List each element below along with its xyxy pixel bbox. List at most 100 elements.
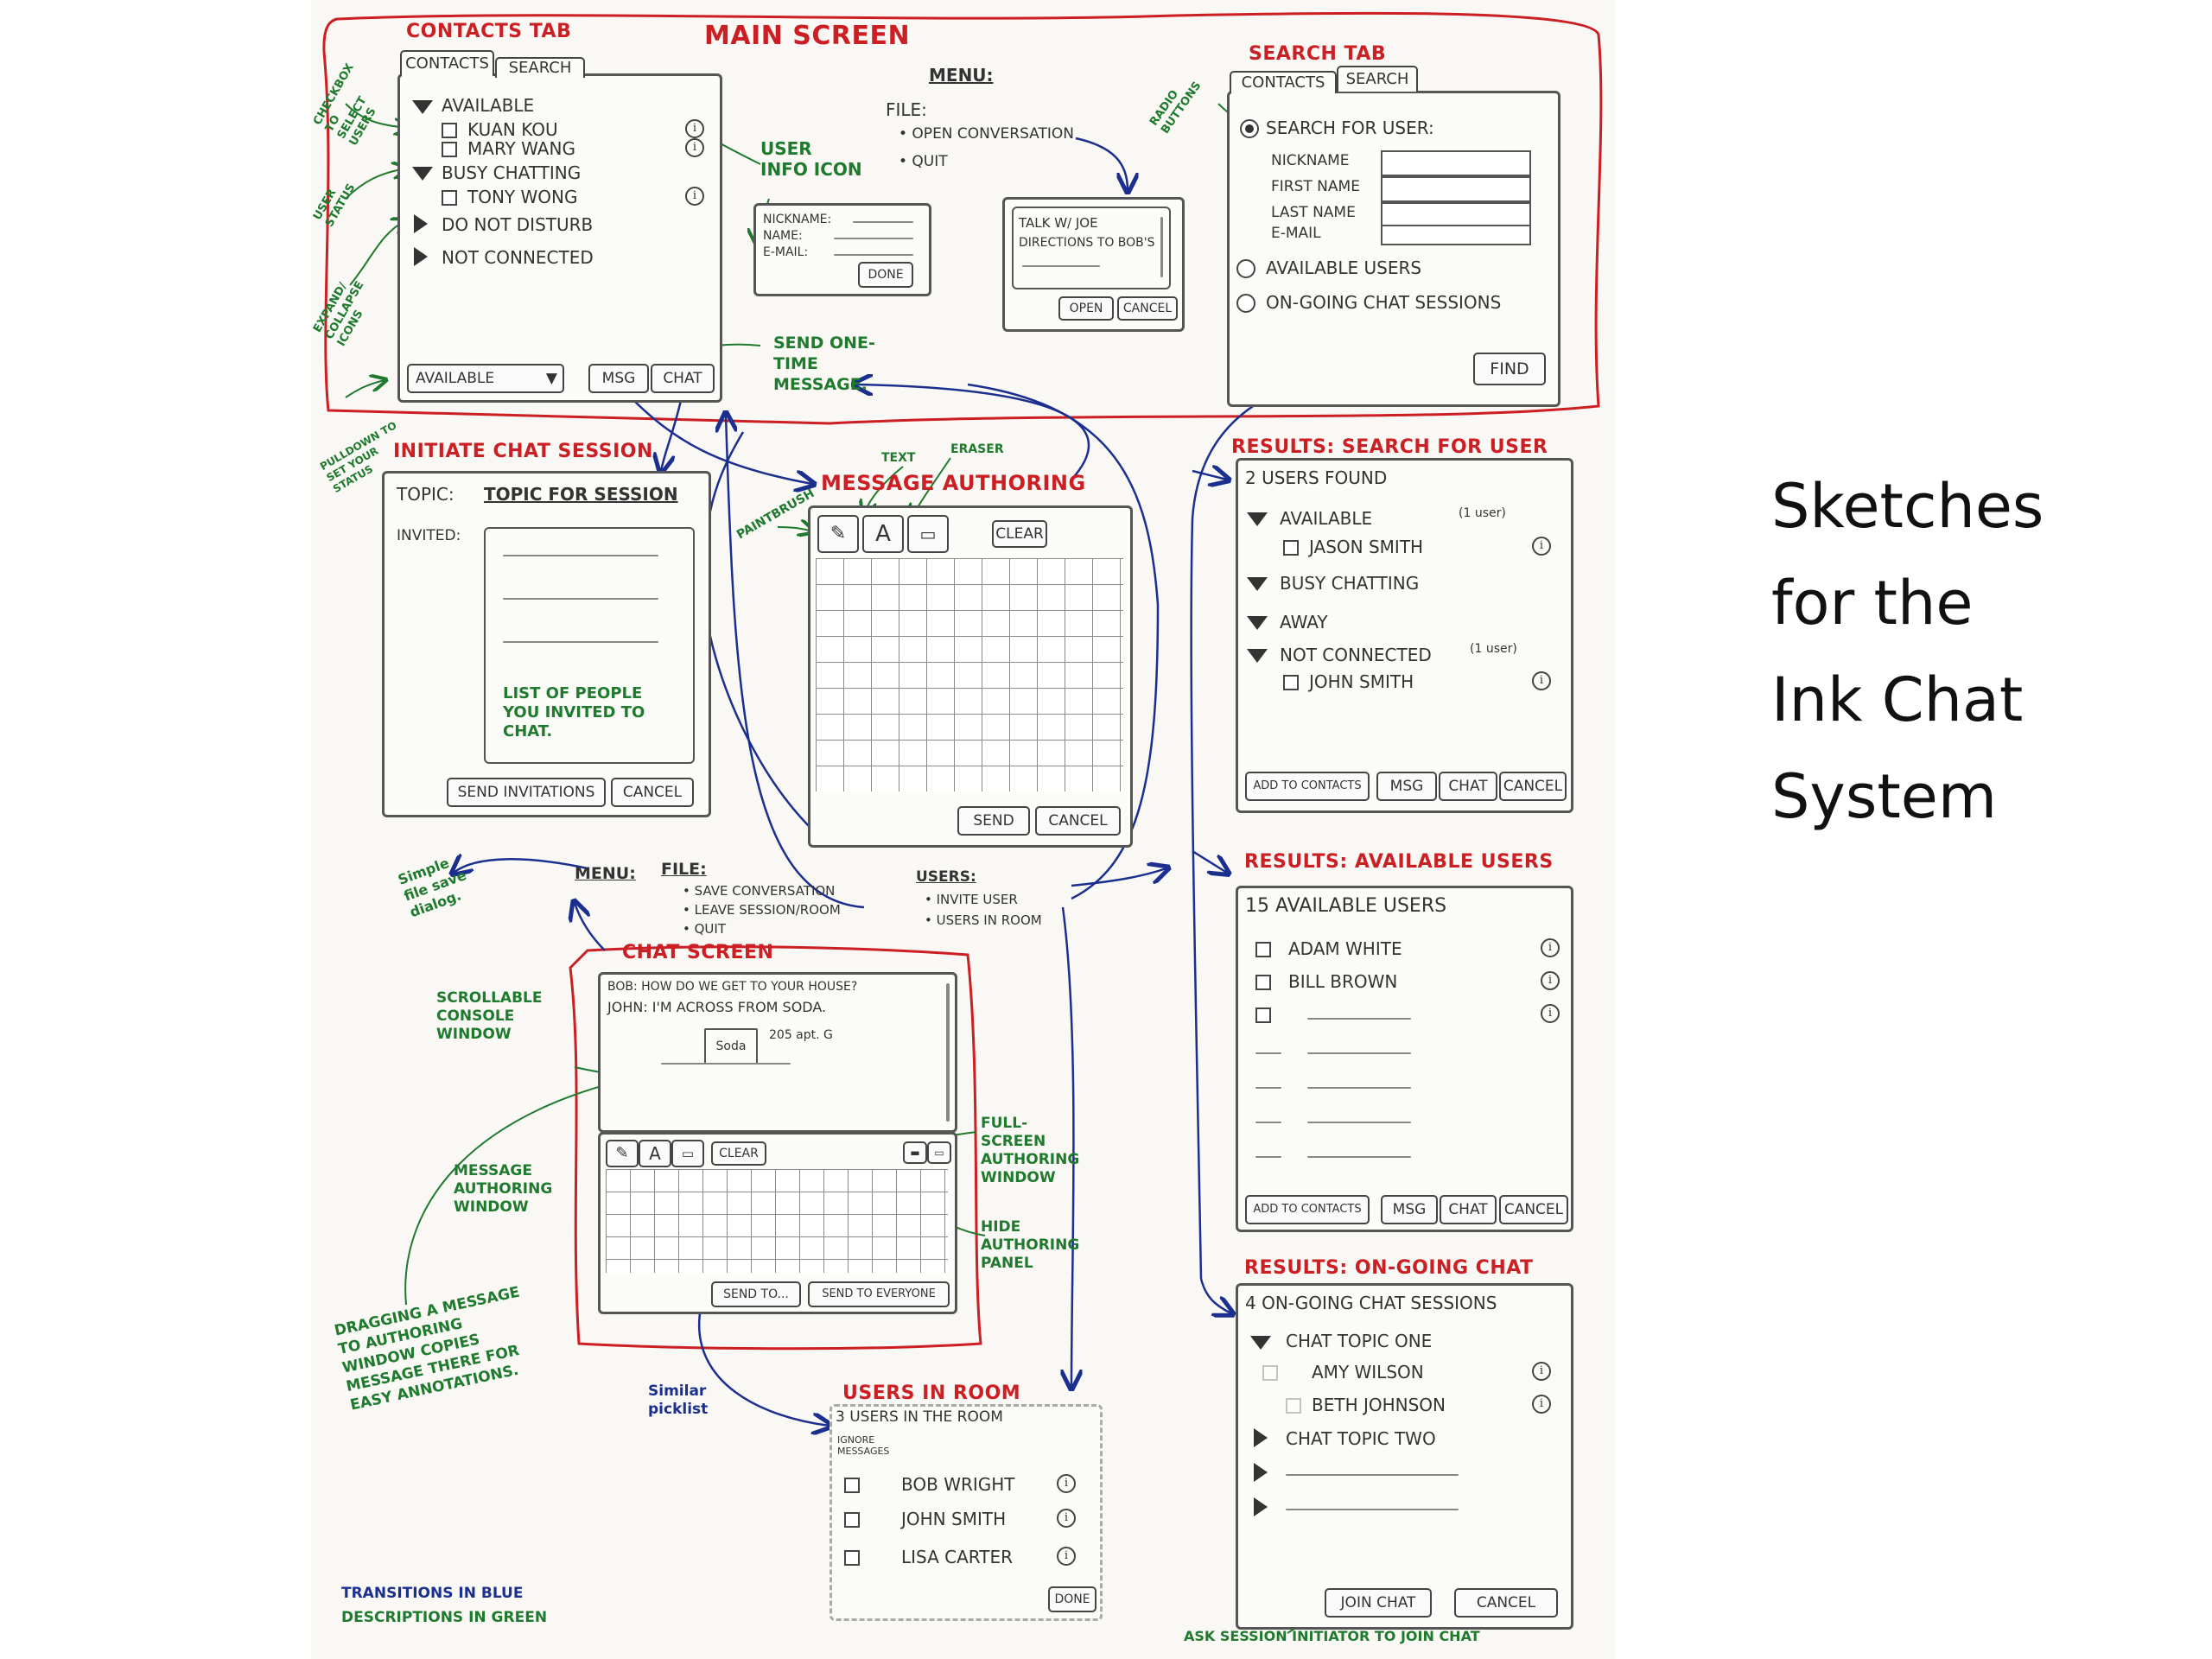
ignore-checkbox[interactable] <box>844 1550 860 1566</box>
chat-button[interactable]: Chat <box>1440 1195 1497 1224</box>
eraser-icon[interactable]: ▭ <box>907 515 949 553</box>
menu-open-conversation[interactable]: • Open Conversation <box>899 125 1074 143</box>
menu-quit[interactable]: • Quit <box>899 153 948 170</box>
menu-leave-session[interactable]: • Leave Session/Room <box>683 902 841 918</box>
info-icon[interactable]: i <box>1541 1004 1560 1023</box>
paintbrush-icon[interactable]: ✎ <box>606 1140 639 1167</box>
info-icon[interactable]: i <box>685 187 704 206</box>
expand-icon[interactable] <box>1254 1428 1268 1447</box>
nickname-input[interactable] <box>1381 150 1531 176</box>
open-button[interactable]: Open <box>1058 296 1114 321</box>
first-name-input[interactable] <box>1381 176 1531 202</box>
info-icon[interactable]: i <box>1532 1362 1551 1381</box>
info-icon[interactable]: i <box>685 119 704 138</box>
user-checkbox[interactable] <box>1283 675 1299 690</box>
user-checkbox[interactable] <box>1262 1365 1278 1381</box>
status-dropdown[interactable]: Available ▼ <box>407 364 564 393</box>
collapse-icon[interactable] <box>412 100 433 114</box>
console-scrollbar[interactable] <box>946 983 950 1122</box>
info-icon[interactable]: i <box>1532 537 1551 556</box>
menu-invite-user[interactable]: • Invite User <box>925 892 1018 907</box>
collapse-icon[interactable] <box>412 167 433 181</box>
clear-button[interactable]: Clear <box>711 1141 766 1166</box>
topic-input[interactable]: Topic for Session <box>484 484 678 505</box>
cancel-button[interactable]: Cancel <box>1117 296 1178 321</box>
fullscreen-icon[interactable]: ▬ <box>903 1141 927 1164</box>
send-to-everyone-button[interactable]: Send to Everyone <box>808 1281 950 1307</box>
radio-ongoing[interactable] <box>1236 294 1255 313</box>
user-checkbox[interactable] <box>442 142 457 157</box>
send-button[interactable]: Send <box>957 806 1030 836</box>
expand-icon[interactable] <box>414 247 428 266</box>
user-checkbox[interactable] <box>442 123 457 138</box>
add-to-contacts-button[interactable]: Add to Contacts <box>1245 772 1370 801</box>
user-checkbox[interactable] <box>1255 975 1271 990</box>
send-invitations-button[interactable]: Send Invitations <box>447 778 606 807</box>
clear-button[interactable]: Clear <box>992 520 1047 548</box>
user-checkbox[interactable] <box>1255 942 1271 957</box>
msg-button[interactable]: Msg <box>1381 1195 1438 1224</box>
note-send-one-time: Send one-time message. <box>773 334 875 394</box>
add-to-contacts-button[interactable]: Add to Contacts <box>1245 1195 1370 1224</box>
info-icon[interactable]: i <box>685 138 704 157</box>
msg-button[interactable]: Msg <box>588 364 649 393</box>
user-checkbox[interactable] <box>1283 540 1299 556</box>
user-checkbox[interactable] <box>442 190 457 206</box>
msg-button[interactable]: Msg <box>1376 772 1437 801</box>
expand-icon[interactable] <box>1254 1463 1268 1482</box>
chat-console[interactable]: Bob: How do we get to your house? John: … <box>598 972 957 1133</box>
radio-search-user[interactable] <box>1240 119 1259 138</box>
collapse-icon[interactable] <box>1247 616 1268 630</box>
paintbrush-icon[interactable]: ✎ <box>817 515 859 553</box>
cancel-button[interactable]: Cancel <box>1035 806 1121 836</box>
drawing-canvas[interactable] <box>606 1169 948 1273</box>
user-checkbox[interactable] <box>1286 1398 1301 1414</box>
info-icon[interactable]: i <box>1057 1509 1076 1528</box>
tab-search[interactable]: Search <box>1337 66 1418 92</box>
cancel-button[interactable]: Cancel <box>611 778 694 807</box>
tab-contacts[interactable]: Contacts <box>1230 71 1337 93</box>
chat-button[interactable]: Chat <box>651 364 715 393</box>
eraser-icon[interactable]: ▭ <box>671 1140 704 1167</box>
collapse-icon[interactable] <box>1247 512 1268 526</box>
hide-panel-icon[interactable]: ▭ <box>927 1141 951 1164</box>
radio-available[interactable] <box>1236 259 1255 278</box>
menu-quit[interactable]: • Quit <box>683 921 726 937</box>
info-icon[interactable]: i <box>1532 1395 1551 1414</box>
cancel-button[interactable]: Cancel <box>1454 1588 1558 1618</box>
user-checkbox[interactable] <box>1255 1007 1271 1023</box>
info-icon[interactable]: i <box>1057 1547 1076 1566</box>
info-icon[interactable]: i <box>1057 1474 1076 1493</box>
email-input[interactable] <box>1381 225 1531 245</box>
invited-list[interactable]: List of people you invited to chat. <box>484 527 695 764</box>
scrollbar[interactable] <box>1160 217 1163 277</box>
done-button[interactable]: Done <box>858 262 913 288</box>
menu-users-in-room[interactable]: • Users in Room <box>925 912 1042 928</box>
drawing-canvas[interactable] <box>816 558 1123 791</box>
cancel-button[interactable]: Cancel <box>1499 772 1567 801</box>
find-button[interactable]: Find <box>1473 353 1546 385</box>
collapse-icon[interactable] <box>1250 1336 1271 1350</box>
field-label: E-mail <box>1271 225 1321 242</box>
cancel-button[interactable]: Cancel <box>1499 1195 1568 1224</box>
expand-icon[interactable] <box>414 214 428 233</box>
info-icon[interactable]: i <box>1541 938 1560 957</box>
info-icon[interactable]: i <box>1532 671 1551 690</box>
send-to-button[interactable]: Send to... <box>711 1281 801 1307</box>
conversation-item[interactable]: Directions to Bob's <box>1019 236 1155 250</box>
done-button[interactable]: Done <box>1048 1586 1096 1612</box>
tab-search[interactable]: Search <box>495 57 585 78</box>
menu-save-conversation[interactable]: • Save Conversation <box>683 883 836 899</box>
text-tool-icon[interactable]: A <box>639 1140 671 1167</box>
conversation-item[interactable]: Talk w/ Joe <box>1019 215 1098 231</box>
collapse-icon[interactable] <box>1247 649 1268 663</box>
ignore-checkbox[interactable] <box>844 1512 860 1528</box>
collapse-icon[interactable] <box>1247 577 1268 591</box>
expand-icon[interactable] <box>1254 1497 1268 1516</box>
text-tool-icon[interactable]: A <box>862 515 904 553</box>
ignore-checkbox[interactable] <box>844 1478 860 1493</box>
chat-button[interactable]: Chat <box>1439 772 1497 801</box>
join-chat-button[interactable]: Join Chat <box>1325 1588 1432 1618</box>
info-icon[interactable]: i <box>1541 971 1560 990</box>
tab-contacts[interactable]: Contacts <box>400 50 494 76</box>
